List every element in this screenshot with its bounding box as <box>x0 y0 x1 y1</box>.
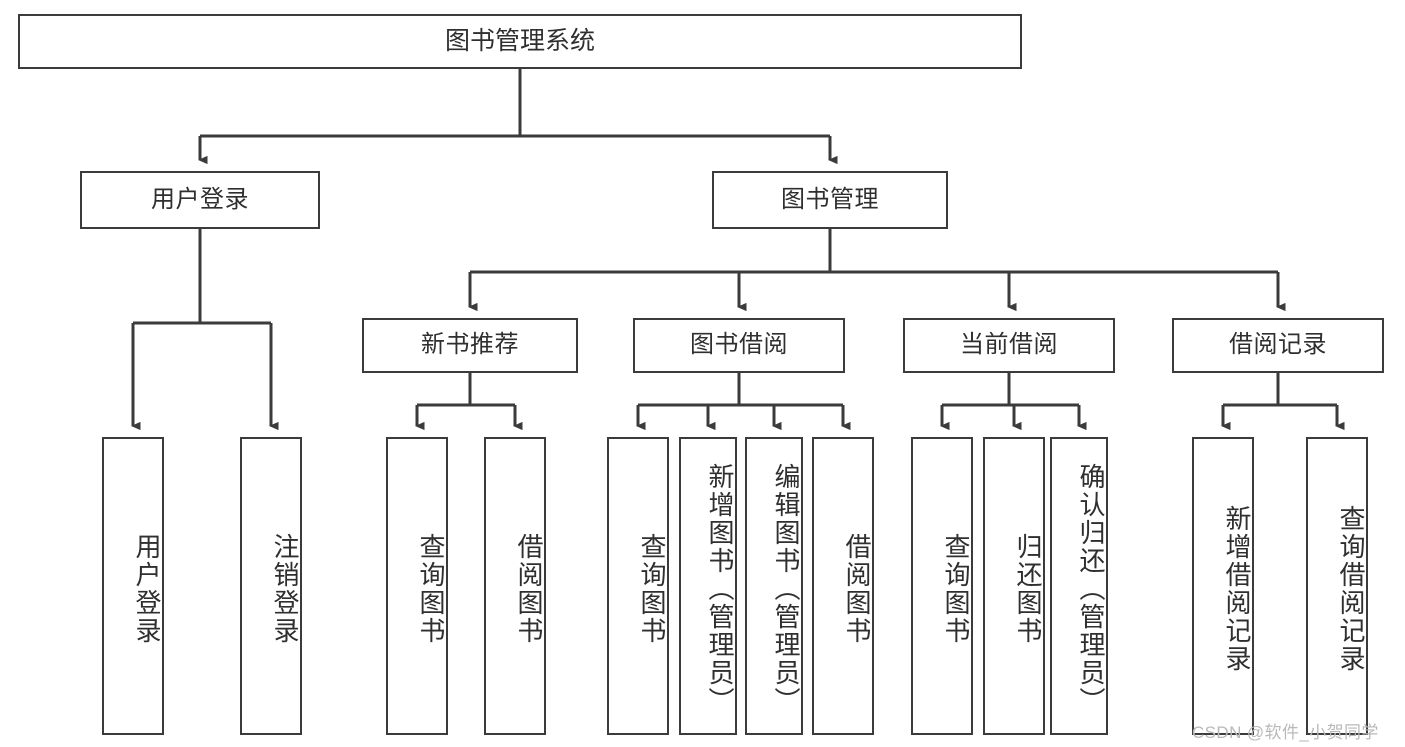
node-root-system[interactable]: 图书管理系统 <box>18 14 1022 69</box>
leaf-query-book-borrow[interactable]: 查询图书 <box>607 437 669 735</box>
leaf-query-borrow-record[interactable]: 查询借阅记录 <box>1306 437 1368 735</box>
leaf-borrow-book[interactable]: 借阅图书 <box>812 437 874 735</box>
csdn-watermark: CSDN @软件_小贺同学 <box>1192 723 1379 742</box>
leaf-logout[interactable]: 注销登录 <box>240 437 302 735</box>
node-borrow-record[interactable]: 借阅记录 <box>1172 318 1384 373</box>
node-user-login[interactable]: 用户登录 <box>80 171 320 229</box>
node-book-borrow[interactable]: 图书借阅 <box>633 318 845 373</box>
leaf-return-book[interactable]: 归还图书 <box>983 437 1045 735</box>
leaf-user-login[interactable]: 用户登录 <box>102 437 164 735</box>
node-current-borrow[interactable]: 当前借阅 <box>903 318 1115 373</box>
leaf-query-book-current[interactable]: 查询图书 <box>911 437 973 735</box>
leaf-edit-book-admin[interactable]: 编辑图书（管理员） <box>745 437 803 735</box>
leaf-borrow-book-recommend[interactable]: 借阅图书 <box>484 437 546 735</box>
node-book-management[interactable]: 图书管理 <box>712 171 948 229</box>
leaf-add-book-admin[interactable]: 新增图书（管理员） <box>679 437 737 735</box>
leaf-add-borrow-record[interactable]: 新增借阅记录 <box>1192 437 1254 735</box>
leaf-query-book-recommend[interactable]: 查询图书 <box>386 437 448 735</box>
node-new-book-recommend[interactable]: 新书推荐 <box>362 318 578 373</box>
leaf-confirm-return-admin[interactable]: 确认归还（管理员） <box>1050 437 1108 735</box>
